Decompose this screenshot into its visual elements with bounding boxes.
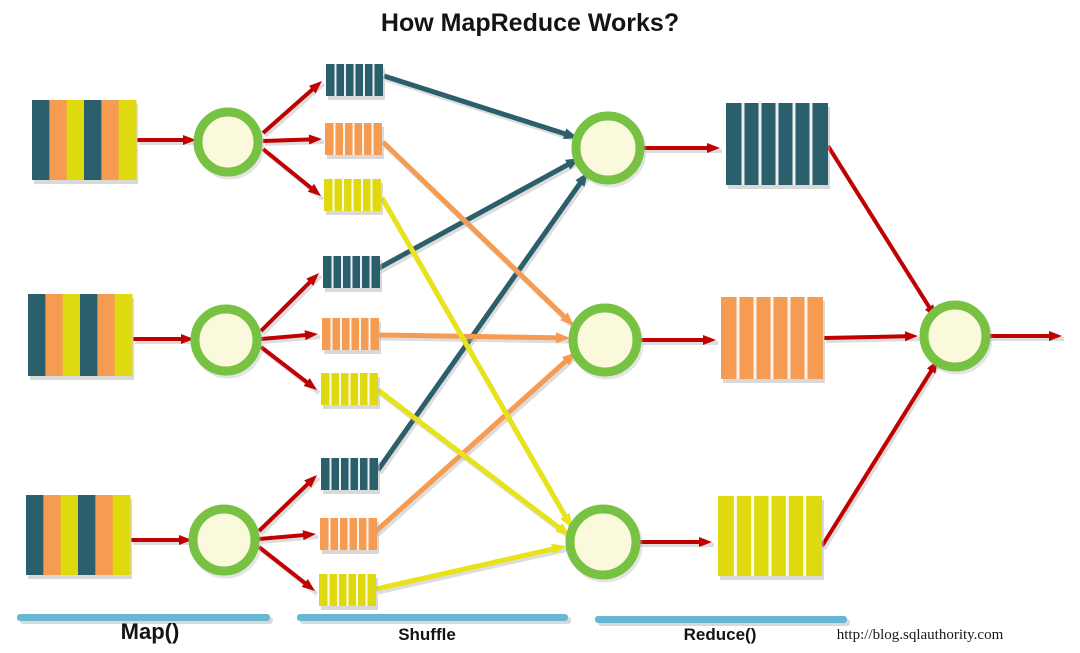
shuffle-line-orange-1: [381, 140, 571, 323]
shuffle-line-yellow-3-shadow: [377, 546, 569, 595]
shuffle-line-teal-1: [383, 73, 573, 139]
arrow-reduce3-output-arrowhead: [699, 537, 712, 547]
arrow-input1-map1-arrowhead: [183, 135, 196, 145]
shuffle-line-teal-2: [377, 159, 576, 271]
arrow-final-out-arrowhead: [1049, 331, 1062, 341]
credit-url: http://blog.sqlauthority.com: [836, 627, 1004, 643]
input-block-2-stripe-2: [45, 294, 64, 376]
input-block-3-stripe-2: [43, 495, 62, 575]
input-block-1-stripe-3: [66, 100, 85, 180]
final-circle: [919, 300, 991, 372]
arrow-map2-orange-arrowhead: [304, 330, 318, 341]
shuffle-line-yellow-3-arrowhead: [551, 543, 566, 555]
shuffle-line-orange-2: [377, 332, 564, 341]
arrow-output-orange-final-shadow: [825, 337, 921, 343]
arrow-map1-teal-shadow: [263, 82, 326, 138]
stage-bar-shuffle: [297, 614, 568, 621]
reduce-circle-3: [565, 504, 641, 580]
arrow-reduce1-output-arrowhead: [707, 143, 720, 153]
shuffle-line-teal-3: [375, 176, 587, 472]
input-block-3-stripe-1: [26, 495, 44, 575]
page-title: How MapReduce Works?: [380, 9, 680, 37]
input-block-3-stripe-3: [60, 495, 79, 575]
arrow-input2-map2-arrowhead: [181, 334, 194, 344]
reduce-circle-2: [568, 303, 642, 377]
stage-label-reduce: Reduce(): [683, 625, 757, 644]
input-block-2-stripe-3: [62, 294, 81, 376]
input-block-2-stripe-6: [114, 294, 133, 376]
input-block-1-stripe-1: [32, 100, 50, 180]
arrow-map1-orange-arrowhead: [308, 134, 322, 145]
arrow-output-yellow-final-shadow: [822, 361, 942, 551]
stage-label-map: Map(): [120, 619, 180, 644]
input-block-1-stripe-4: [84, 100, 102, 180]
arrow-output-orange-final: [823, 334, 912, 340]
reduce-circle-1: [571, 111, 645, 185]
stage-bar-map: [17, 614, 270, 621]
arrow-map3-teal-arrowhead: [304, 475, 317, 488]
arrow-map1-orange-shadow: [264, 140, 325, 146]
arrow-map1-teal-arrowhead: [308, 81, 322, 94]
arrow-map2-orange: [260, 332, 312, 341]
shuffle-line-orange-3-shadow: [375, 353, 580, 537]
arrow-input3-map3-arrowhead: [179, 535, 192, 545]
input-block-2-stripe-5: [97, 294, 116, 376]
arrow-map1-teal: [261, 83, 319, 135]
shuffle-line-orange-2-shadow: [379, 335, 573, 344]
arrow-output-orange-final-arrowhead: [904, 331, 918, 342]
input-block-1-stripe-6: [118, 100, 137, 180]
arrow-map3-orange-arrowhead: [302, 530, 316, 541]
shuffle-line-yellow-1: [379, 196, 571, 524]
stage-label-shuffle: Shuffle: [398, 625, 456, 644]
arrow-map3-teal: [257, 478, 314, 533]
arrow-map2-teal-shadow: [261, 274, 323, 336]
shuffle-line-orange-3: [373, 354, 573, 534]
shuffle-line-orange-2-arrowhead: [555, 332, 570, 344]
arrow-map3-orange: [258, 532, 310, 541]
arrow-map1-orange: [262, 137, 316, 143]
shuffle-line-orange-1-arrowhead: [560, 312, 574, 326]
input-block-1-stripe-2: [49, 100, 68, 180]
arrow-map3-orange-shadow: [260, 535, 319, 544]
arrow-output-teal-final: [826, 144, 935, 314]
map-circle-1: [193, 107, 263, 177]
shuffle-line-yellow-1-arrowhead: [560, 513, 572, 528]
shuffle-line-yellow-2-arrowhead: [555, 523, 570, 536]
input-block-3-stripe-6: [112, 495, 131, 575]
shuffle-line-yellow-2: [376, 388, 566, 534]
arrow-map3-yellow-arrowhead: [301, 579, 315, 591]
input-block-3-stripe-5: [95, 495, 114, 575]
map-circle-2: [190, 304, 262, 376]
arrow-map2-yellow: [259, 345, 314, 388]
input-block-1-stripe-5: [101, 100, 120, 180]
arrow-map2-teal: [259, 276, 316, 333]
arrow-map3-yellow: [257, 545, 312, 589]
arrow-output-yellow-final: [820, 364, 937, 548]
stage-bar-reduce: [595, 616, 847, 623]
input-block-2-stripe-1: [28, 294, 46, 376]
arrow-map2-orange-shadow: [262, 335, 321, 344]
shuffle-line-teal-2-shadow: [379, 158, 584, 274]
arrow-map1-yellow: [261, 147, 318, 194]
arrow-map2-yellow-arrowhead: [303, 378, 317, 390]
map-circle-3: [188, 504, 260, 576]
shuffle-line-yellow-3: [375, 545, 560, 592]
input-block-3-stripe-4: [78, 495, 96, 575]
arrow-map2-teal-arrowhead: [306, 273, 319, 286]
arrow-map3-teal-shadow: [259, 476, 321, 536]
input-block-2-stripe-4: [80, 294, 98, 376]
shuffle-line-teal-3-shadow: [377, 173, 593, 475]
arrow-map1-yellow-arrowhead: [307, 183, 321, 196]
arrow-reduce2-output-arrowhead: [703, 335, 716, 345]
